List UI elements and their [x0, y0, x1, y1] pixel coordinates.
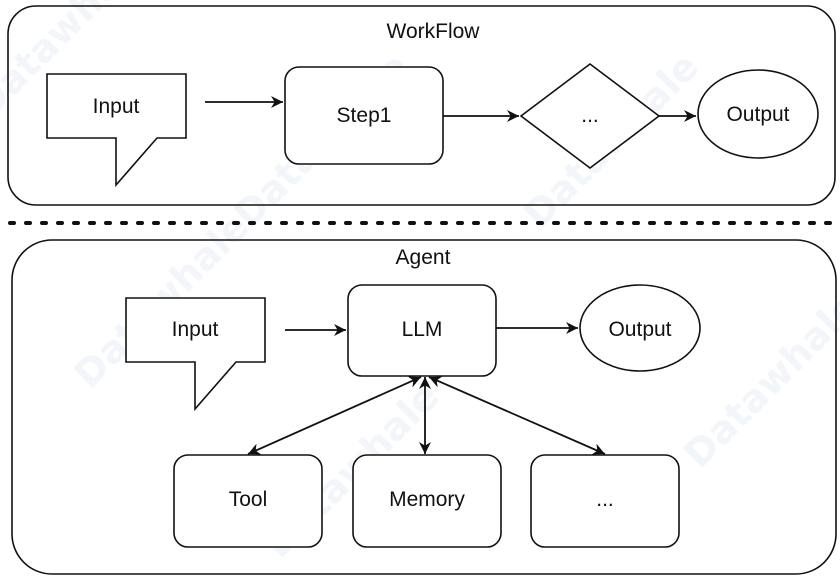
agent-more-node — [530, 454, 680, 548]
workflow-input-callout — [46, 73, 187, 188]
workflow-input-label: Input — [93, 95, 140, 118]
watermark-text: Datawhale — [675, 284, 840, 476]
workflow-output-label: Output — [726, 103, 789, 126]
edge-llm-tool-bidirectional — [247, 376, 422, 455]
agent-tool-label: Tool — [229, 488, 268, 511]
agent-output-node — [579, 284, 701, 372]
workflow-panel: WorkFlow Input Step1 ... Output — [7, 5, 836, 206]
agent-frame — [11, 239, 837, 575]
workflow-frame — [7, 5, 836, 206]
workflow-decision-node — [519, 62, 661, 170]
agent-memory-label: Memory — [389, 488, 465, 511]
workflow-output-node — [697, 69, 819, 159]
agent-llm-label: LLM — [402, 318, 443, 341]
workflow-step1-label: Step1 — [337, 104, 392, 127]
agent-input-label: Input — [172, 318, 219, 341]
agent-tool-node — [173, 454, 323, 548]
agent-input-callout — [125, 297, 266, 412]
agent-output-label: Output — [608, 318, 671, 341]
agent-more-label: ... — [596, 488, 614, 511]
workflow-decision-label: ... — [581, 104, 599, 127]
agent-panel: Agent Input LLM Output Tool Memory ... — [11, 239, 837, 575]
agent-llm-node — [347, 284, 497, 377]
agent-title: Agent — [396, 246, 451, 269]
agent-memory-node — [352, 454, 502, 548]
edge-llm-more-bidirectional — [428, 376, 606, 455]
workflow-title: WorkFlow — [387, 20, 481, 43]
